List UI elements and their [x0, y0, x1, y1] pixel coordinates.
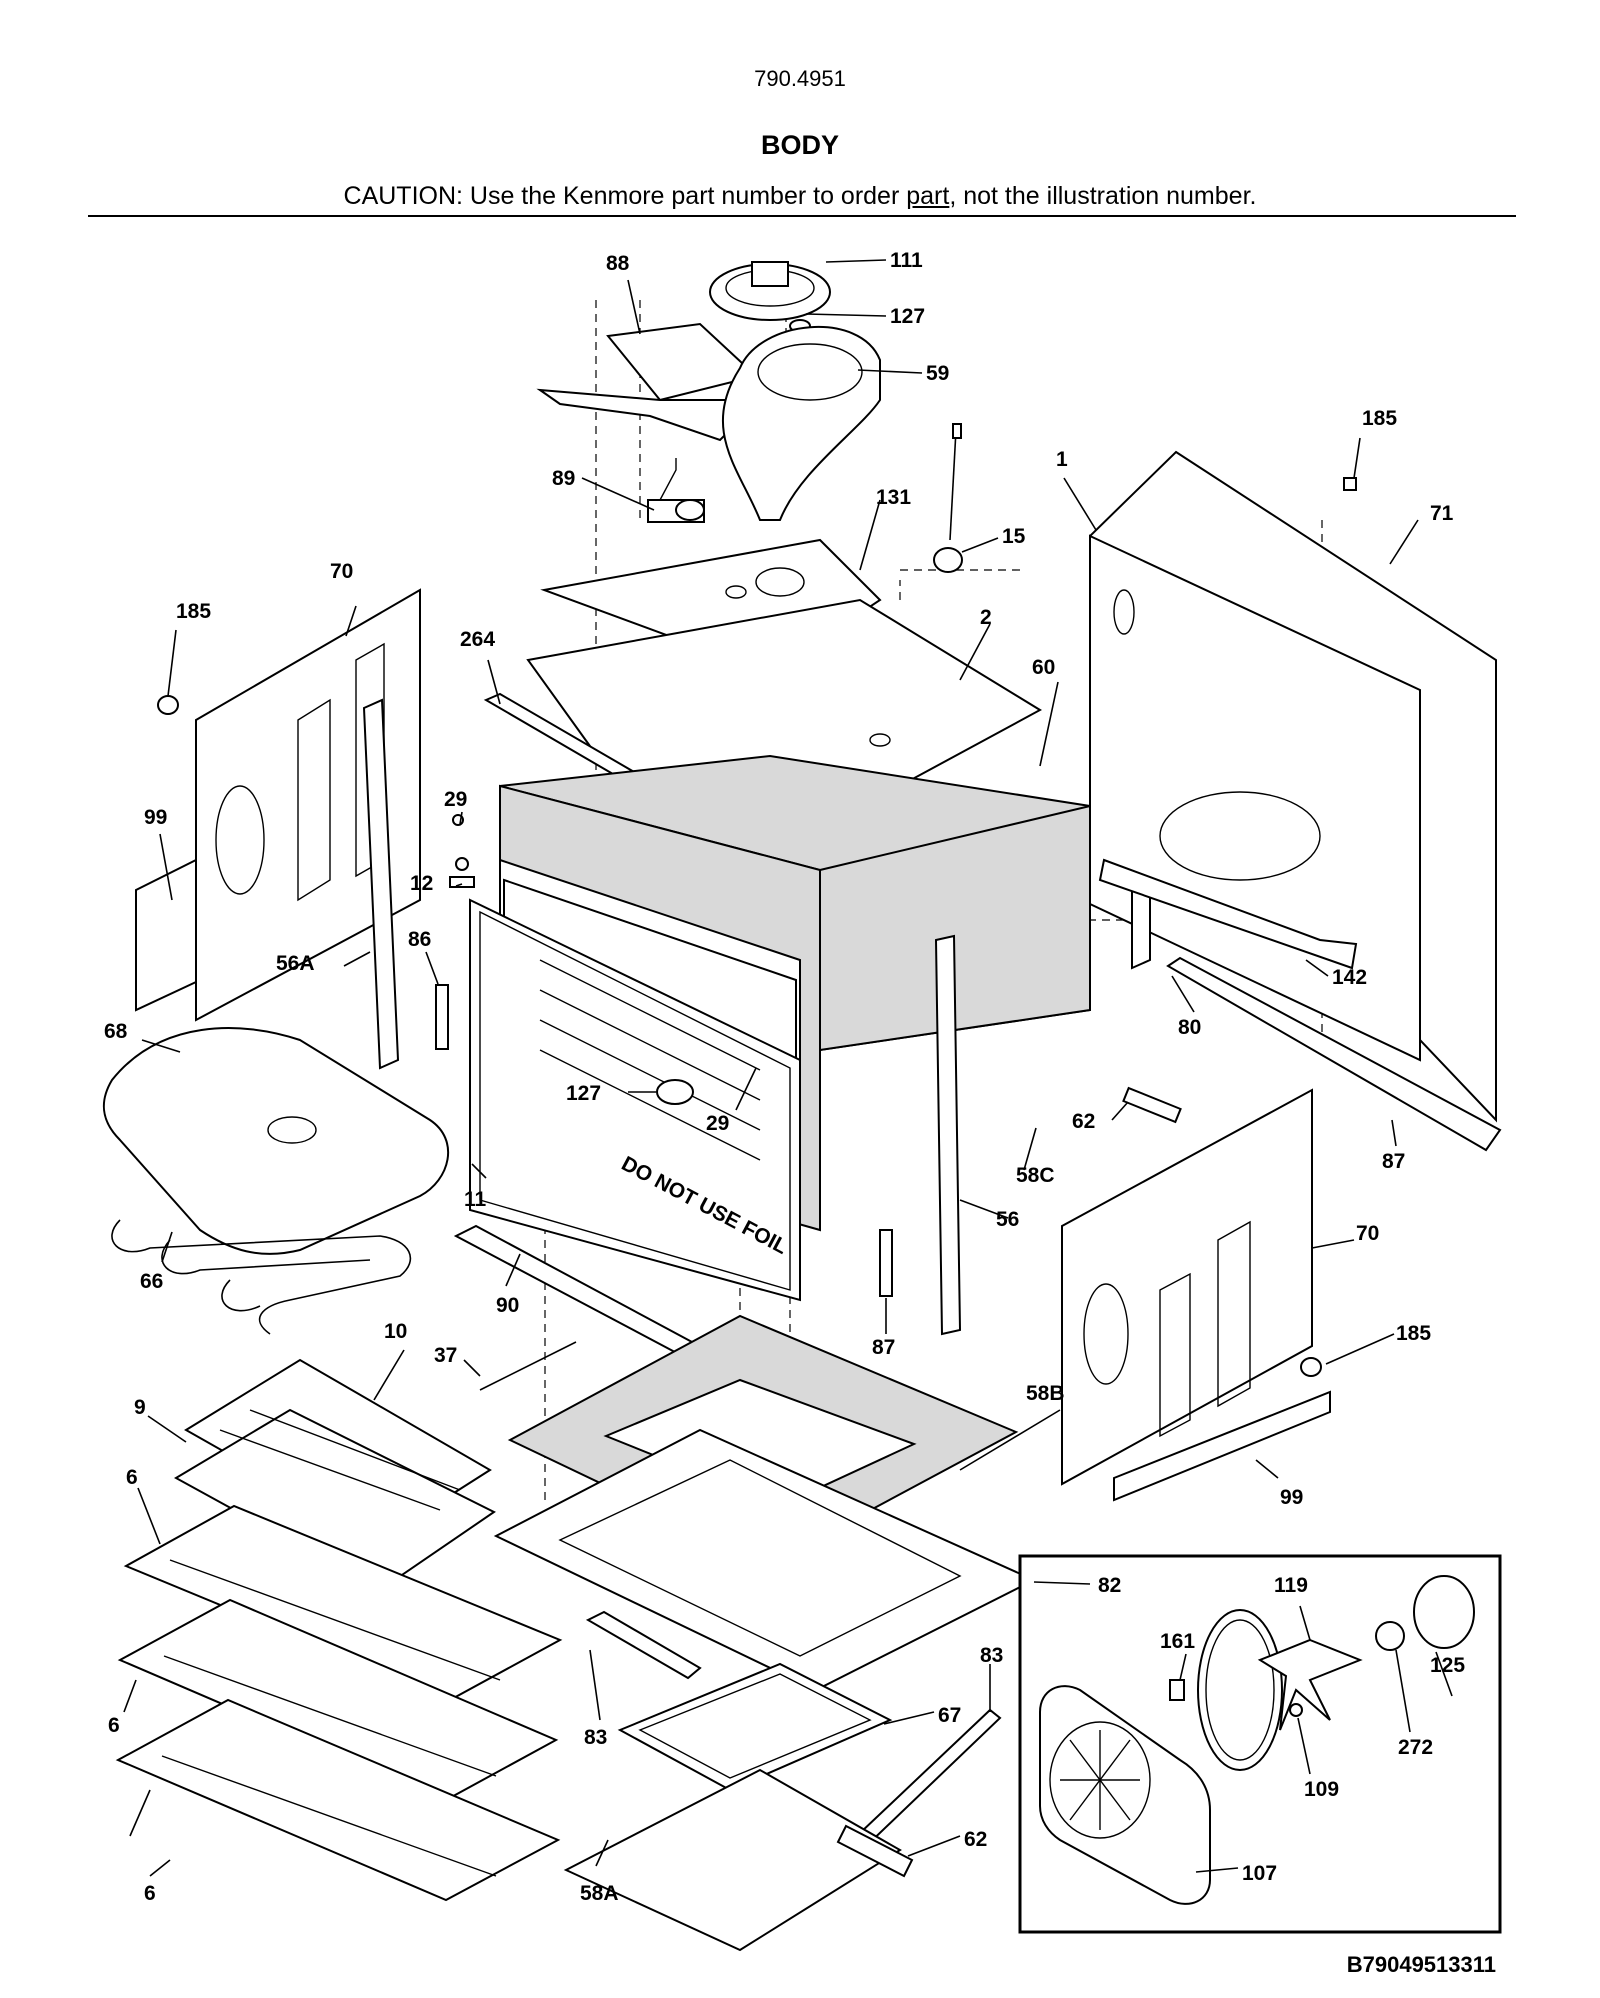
bracket-99-left [135, 858, 197, 1012]
callout-6-bottom: 6 [144, 1882, 156, 1905]
sensor-89 [647, 458, 705, 523]
callout-99-right: 99 [1280, 1486, 1303, 1509]
hidden-element-67 [617, 1662, 893, 1792]
callout-6-middle: 6 [108, 1714, 120, 1737]
callout-58b: 58B [1026, 1382, 1065, 1405]
callout-108: 111 [890, 249, 923, 272]
bake-element-cover [102, 1027, 449, 1335]
bracket-99-right [1113, 1390, 1331, 1502]
callout-15: 15 [1002, 525, 1026, 548]
callout-185-left: 185 [176, 600, 211, 623]
callout-70-left: 70 [330, 560, 353, 583]
callout-71: 71 [1430, 502, 1454, 525]
callout-66: 66 [140, 1270, 163, 1293]
callout-125: 125 [1430, 1654, 1465, 1677]
callout-62: 62 [1072, 1110, 1095, 1133]
callout-143: 185 [1362, 407, 1397, 430]
callout-272: 272 [1398, 1736, 1433, 1759]
gasket-11 [469, 898, 801, 1302]
callout-labels: 111 88 127 59 185 89 131 1 71 15 70 185 … [104, 249, 1465, 1905]
oven-racks [115, 1504, 563, 1902]
fan-assembly-top [709, 261, 831, 333]
side-panel-right [1061, 1088, 1313, 1486]
air-duct [536, 322, 881, 521]
cavity-rack-guides [539, 959, 761, 1161]
callout-111: 109 [1304, 1778, 1339, 1801]
callout-83-left: 83 [584, 1726, 607, 1749]
callout-109: 119 [1274, 1574, 1308, 1597]
callout-29-lower: 29 [706, 1112, 729, 1135]
side-panel-left [195, 588, 421, 1022]
callout-86-lower: 87 [872, 1336, 895, 1359]
convection-fan-inset [1018, 1554, 1502, 1934]
plug-185-right [1300, 1357, 1322, 1377]
callout-142: 142 [1332, 966, 1367, 989]
hinge-86-lower [879, 1229, 893, 1297]
callout-161: 161 [1160, 1630, 1195, 1653]
caution-link-part: part [906, 182, 950, 210]
callout-89: 89 [552, 467, 575, 490]
callout-82: 82 [1098, 1574, 1121, 1597]
callout-2: 2 [980, 606, 992, 629]
callout-68: 68 [104, 1020, 128, 1043]
caution-text-end: , not the illustration number. [949, 182, 1257, 210]
callout-6-top: 6 [126, 1466, 138, 1489]
diagram-code: B79049513311 [1346, 1952, 1496, 1977]
back-panels [1089, 450, 1497, 1123]
hinge-86-upper [435, 984, 449, 1050]
callout-56a: 56A [276, 952, 315, 975]
header-divider [88, 215, 1516, 217]
callout-56: 56 [996, 1208, 1019, 1231]
callout-185-right: 185 [1396, 1322, 1431, 1345]
wire-37 [479, 1341, 577, 1391]
callout-57: 58A [580, 1882, 619, 1905]
probe-15 [933, 423, 963, 573]
callout-87: 87 [1382, 1150, 1405, 1173]
model-number: 790.4951 [754, 66, 846, 91]
callout-58a: 58C [1016, 1164, 1055, 1187]
callout-86-upper: 86 [408, 928, 431, 951]
caution-text-start: CAUTION: Use the Kenmore part number to … [343, 182, 907, 210]
leader-lines [123, 259, 1453, 1877]
callout-9: 9 [134, 1396, 146, 1419]
callout-1: 1 [1056, 448, 1068, 471]
section-title: BODY [760, 130, 839, 160]
callout-59: 59 [926, 362, 949, 385]
strip-56a [362, 698, 400, 1070]
callout-80: 80 [1178, 1016, 1201, 1039]
callout-131: 131 [876, 486, 911, 509]
callout-90: 90 [496, 1294, 519, 1317]
rear-brackets [1098, 858, 1502, 1152]
callout-264: 264 [460, 628, 495, 651]
callout-37: 37 [434, 1344, 457, 1367]
bracket-60 [836, 1824, 914, 1878]
small-parts-left [449, 814, 475, 888]
callout-83-right: 83 [980, 1644, 1003, 1667]
callout-11: 11 [464, 1188, 487, 1211]
callout-88: 88 [606, 252, 630, 275]
strip-56 [934, 934, 962, 1336]
caution-note: CAUTION: Use the Kenmore part number to … [0, 182, 1600, 211]
callout-60: 62 [964, 1828, 987, 1851]
callout-67: 67 [938, 1704, 961, 1727]
callout-70-right: 70 [1356, 1222, 1379, 1245]
callout-29-upper: 29 [444, 788, 467, 811]
bottom-pan-57 [563, 1768, 902, 1952]
terminal-62 [1122, 1086, 1182, 1124]
callout-127: 127 [566, 1082, 601, 1105]
callout-119: 127 [890, 305, 925, 328]
callout-107: 107 [1242, 1862, 1277, 1885]
plug-185-left [157, 695, 179, 715]
callout-99-left: 99 [144, 806, 167, 829]
callout-10: 10 [384, 1320, 407, 1343]
callout-12: 12 [410, 872, 433, 895]
callout-58c: 60 [1032, 656, 1055, 679]
